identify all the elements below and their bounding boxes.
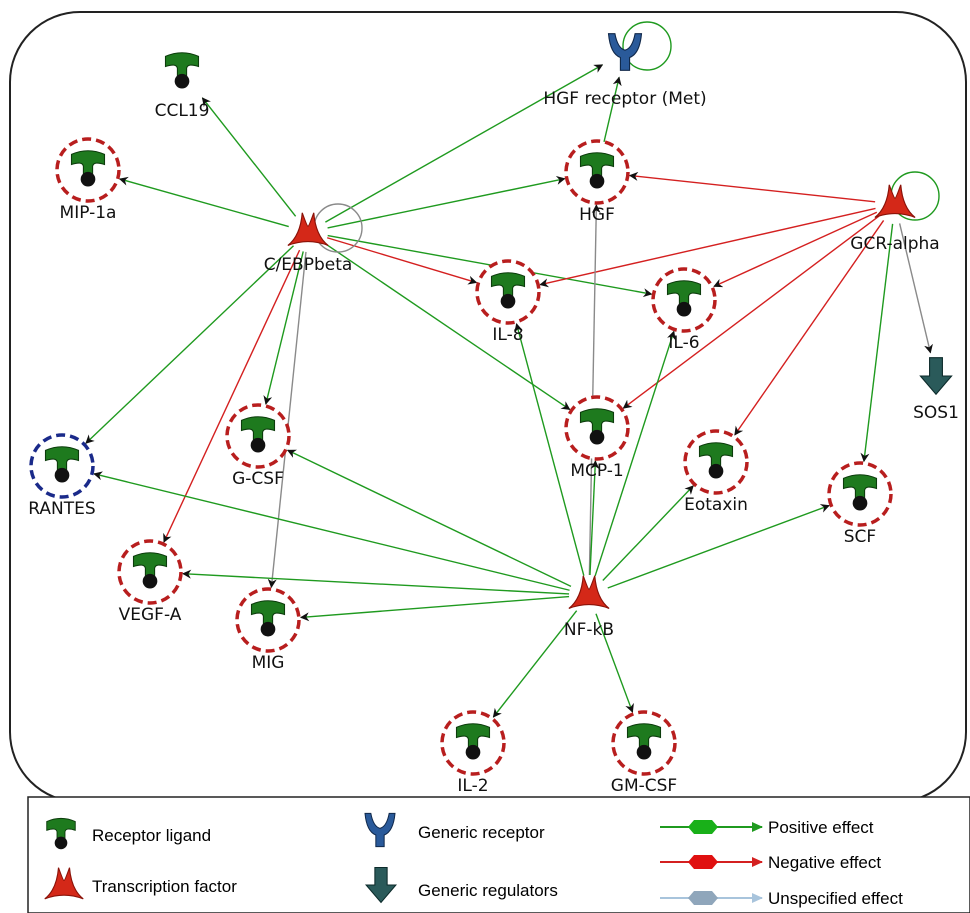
- transcription-factor-icon: [287, 212, 329, 246]
- edge-cebpb-to-met: [325, 64, 604, 223]
- transcription-factor-icon: [874, 184, 916, 218]
- node-met: HGF receptor (Met): [543, 33, 707, 109]
- node-label-vegfa: VEGF-A: [119, 605, 182, 625]
- edge-nfkb-to-mcp1: [589, 460, 600, 576]
- node-label-cebpb: C/EBPbeta: [264, 255, 353, 275]
- legend: Receptor ligand Transcription factor Gen…: [44, 812, 903, 908]
- node-rantes: RANTES: [28, 433, 96, 519]
- legend-negative-line: [660, 855, 763, 869]
- node-eotaxin: Eotaxin: [683, 429, 749, 515]
- edge-self-loop-cebpb: [313, 203, 363, 253]
- legend-negative-label: Negative effect: [768, 853, 881, 872]
- edge-cebpb-to-mig: [267, 251, 307, 589]
- node-label-met: HGF receptor (Met): [543, 89, 706, 109]
- node-il6: IL-6: [651, 267, 717, 353]
- node-label-il2: IL-2: [457, 776, 488, 796]
- node-label-scf: SCF: [844, 527, 876, 547]
- node-label-ccl19: CCL19: [155, 101, 210, 121]
- legend-positive-label: Positive effect: [768, 818, 874, 837]
- edge-gcr-to-il6: [713, 211, 878, 288]
- edge-cebpb-to-il8: [326, 237, 478, 285]
- edge-gcr-to-sos1: [898, 223, 933, 354]
- edge-nfkb-to-gmcsf: [595, 613, 634, 713]
- node-label-sos1: SOS1: [913, 403, 959, 423]
- edge-cebpb-to-gcsf: [263, 251, 304, 405]
- node-gmcsf: GM-CSF: [611, 710, 677, 796]
- edge-gcr-to-hgf: [628, 171, 876, 203]
- edge-nfkb-to-mig: [300, 595, 570, 622]
- edge-cebpb-to-rantes: [85, 245, 294, 444]
- node-label-gcr: GCR-alpha: [850, 234, 939, 254]
- legend-ligand-label: Receptor ligand: [92, 826, 211, 845]
- node-vegfa: VEGF-A: [117, 539, 183, 625]
- edge-nfkb-to-il6: [594, 330, 676, 577]
- legend-positive-line: [660, 820, 763, 834]
- legend-regulator-label: Generic regulators: [418, 881, 558, 900]
- edge-gcr-to-scf: [860, 223, 894, 463]
- edge-gcr-to-il8: [539, 207, 876, 288]
- legend-unspecified-label: Unspecified effect: [768, 889, 903, 908]
- edge-self-loop-met: [622, 21, 672, 71]
- legend-transcription-factor-label: Transcription factor: [92, 877, 237, 896]
- node-scf: SCF: [827, 461, 893, 547]
- node-nfkb: NF-kB: [564, 575, 614, 640]
- edge-nfkb-to-scf: [607, 504, 830, 589]
- node-label-mig: MIG: [252, 653, 285, 673]
- edge-gcr-to-mcp1: [622, 215, 880, 409]
- node-mip1a: MIP-1a: [55, 137, 121, 223]
- edge-cebpb-to-vegfa: [163, 249, 301, 543]
- edge-cebpb-to-mcp1: [324, 242, 571, 411]
- generic-receptor-icon: [607, 33, 643, 71]
- edge-layer: [85, 21, 940, 718]
- edge-nfkb-to-il8: [514, 323, 585, 576]
- node-mcp1: MCP-1: [564, 395, 630, 481]
- edge-cebpb-to-mip1a: [118, 176, 289, 228]
- edge-cebpb-to-ccl19: [201, 97, 297, 217]
- edge-nfkb-to-gcsf: [286, 449, 572, 587]
- edge-nfkb-to-vegfa: [182, 569, 570, 595]
- edge-cebpb-to-il6: [327, 234, 653, 298]
- node-cebpb: C/EBPbeta: [264, 212, 353, 275]
- legend-box: [27, 796, 970, 913]
- node-label-nfkb: NF-kB: [564, 620, 614, 640]
- edge-nfkb-to-hgf: [588, 204, 601, 576]
- edge-cebpb-to-hgf: [327, 175, 566, 229]
- node-label-gmcsf: GM-CSF: [611, 776, 677, 796]
- edge-nfkb-to-eotaxin: [602, 485, 694, 582]
- node-label-hgf: HGF: [579, 205, 615, 225]
- edge-gcr-to-eotaxin: [734, 220, 885, 436]
- node-label-il8: IL-8: [492, 325, 523, 345]
- generic-regulator-icon: [919, 357, 953, 395]
- node-label-gcsf: G-CSF: [232, 469, 284, 489]
- legend-receptor-label: Generic receptor: [418, 823, 545, 842]
- legend-unspecified-line: [660, 891, 763, 905]
- node-sos1: SOS1: [913, 357, 959, 423]
- node-gcsf: G-CSF: [225, 403, 291, 489]
- node-hgf: HGF: [564, 139, 630, 225]
- node-label-il6: IL-6: [668, 333, 699, 353]
- edge-nfkb-to-rantes: [93, 471, 570, 591]
- receptor-ligand-icon: [164, 52, 200, 90]
- node-ccl19: CCL19: [155, 52, 210, 121]
- node-label-rantes: RANTES: [28, 499, 95, 519]
- node-label-eotaxin: Eotaxin: [684, 495, 748, 515]
- node-il2: IL-2: [440, 710, 506, 796]
- node-gcr: GCR-alpha: [850, 184, 940, 254]
- edge-hgf-to-met: [600, 76, 622, 153]
- node-label-mcp1: MCP-1: [570, 461, 623, 481]
- node-il8: IL-8: [475, 259, 541, 345]
- node-label-mip1a: MIP-1a: [60, 203, 117, 223]
- node-mig: MIG: [235, 587, 301, 673]
- edge-nfkb-to-il2: [492, 610, 578, 718]
